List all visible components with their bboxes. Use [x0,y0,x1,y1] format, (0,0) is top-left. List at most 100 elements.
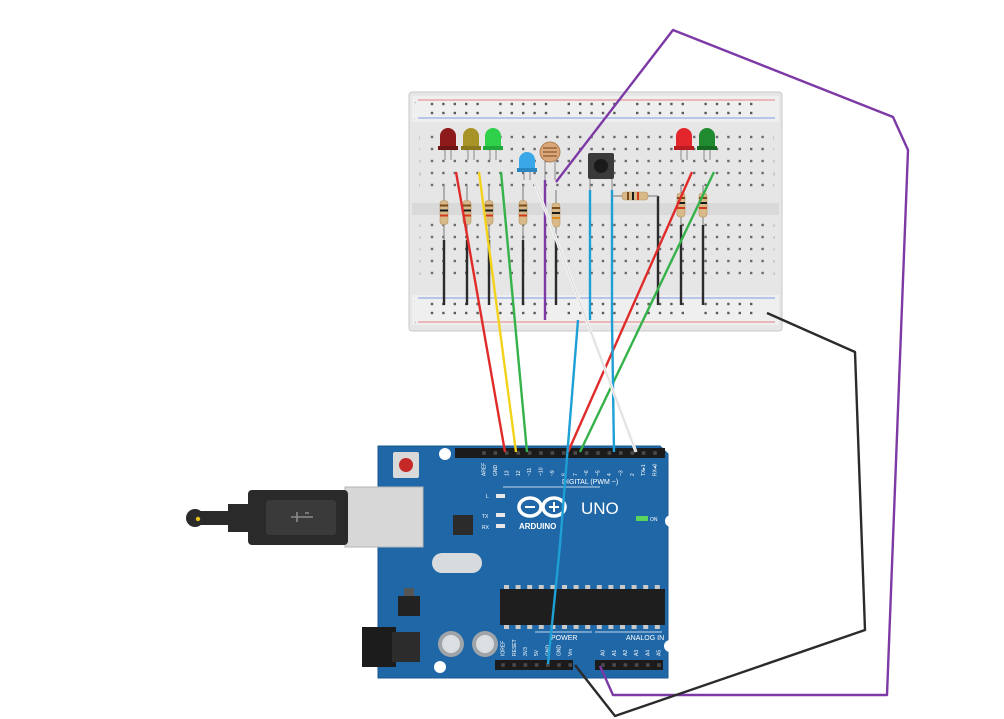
digital-pin-hole[interactable] [607,451,612,455]
analog-pin-hole[interactable] [634,663,639,667]
digital-pin-hole[interactable] [653,451,657,455]
resistor[interactable] [551,190,561,240]
power-pin-hole[interactable] [568,663,572,667]
usb-connector[interactable] [186,486,424,548]
power-pin-hole[interactable] [512,663,516,667]
resistor[interactable] [484,185,494,240]
bb-hole [658,159,662,163]
digital-pin-hole[interactable] [493,451,498,455]
led-blue[interactable] [517,152,537,180]
digital-pin-hole[interactable] [516,451,520,455]
digital-pin-hole[interactable] [539,451,543,455]
bb-hole [658,223,662,227]
led-red[interactable] [674,128,694,160]
resistor[interactable] [698,185,708,225]
power-pin-hole[interactable] [523,663,528,667]
bb-hole [510,171,513,175]
bb-hole [658,147,662,151]
power-pin-label: 3V3 [523,647,529,656]
led-l-indicator [496,494,505,498]
analog-pin-hole[interactable] [612,663,616,667]
mount-hole [439,448,451,460]
on-label: ON [650,517,658,523]
led-darkgreen[interactable] [697,128,717,160]
bb-hole [647,235,650,239]
analog-pin-hole[interactable] [623,663,628,667]
reset-button[interactable] [393,452,419,478]
bb-hole [567,223,570,227]
digital-pin-hole[interactable] [619,451,623,455]
bb-hole [476,271,479,275]
power-pin-hole[interactable] [557,663,561,667]
power-label: POWER [551,635,577,642]
power-header[interactable] [495,660,573,670]
bb-hole [681,159,684,163]
analog-header[interactable] [595,660,663,670]
digital-pin-hole[interactable] [630,451,634,455]
bb-hole [556,159,559,163]
rail-hole [476,302,479,306]
bb-hole [544,171,548,175]
led-green[interactable] [483,128,503,160]
analog-pin-hole[interactable] [646,663,650,667]
digital-header[interactable] [455,448,665,458]
digital-pin-hole[interactable] [482,451,486,455]
power-jack[interactable] [362,627,420,667]
bb-hole [750,259,753,263]
bb-hole [761,183,764,187]
bb-hole [590,147,593,151]
digital-pin-hole[interactable] [505,451,509,455]
rail-hole [738,311,741,315]
digital-pin-hole[interactable] [562,451,566,455]
bb-hole [693,159,696,163]
photoresistor[interactable] [539,141,561,180]
analog-pin-hole[interactable] [601,663,605,667]
row-letter: e [773,223,776,228]
led-olive[interactable] [461,128,481,160]
led-darkred[interactable] [438,128,458,160]
digital-pin-hole[interactable] [550,451,555,455]
rail-hole [681,311,684,315]
bb-hole [430,271,434,275]
resistor[interactable] [439,185,449,240]
bb-hole [750,135,753,139]
rail-hole [750,111,753,115]
pushbutton[interactable] [588,153,614,190]
row-letter: d [419,235,421,240]
bb-hole [647,159,650,163]
bb-hole [567,259,570,263]
rail-hole [544,102,548,106]
bb-hole [750,147,753,151]
bb-hole [727,171,730,175]
bb-hole [453,171,456,175]
power-pin-hole[interactable] [534,663,539,667]
power-pin-hole[interactable] [546,663,550,667]
rail-hole [453,102,456,106]
digital-pin-hole[interactable] [584,451,589,455]
bb-hole [556,171,559,175]
digital-pin-hole[interactable] [527,451,532,455]
bb-hole [647,247,650,251]
arduino-logo-icon [517,496,567,518]
wire-green-pin7 [578,171,716,453]
digital-pin-hole[interactable] [596,451,600,455]
digital-pin-label: RX◂0 [653,464,659,476]
rail-hole [510,302,513,306]
digital-pin-hole[interactable] [641,451,646,455]
resistor[interactable] [612,191,658,201]
analog-pin-hole[interactable] [657,663,661,667]
bb-hole [465,171,468,175]
rail-hole [670,102,673,106]
rail-hole [533,311,536,315]
bb-hole [430,147,434,151]
rail-hole [670,311,673,315]
analog-in-label: ANALOG IN [626,635,664,642]
bb-hole [613,235,616,239]
rail-hole [590,111,593,115]
resistor[interactable] [518,185,528,240]
digital-pin-hole[interactable] [573,451,577,455]
bb-hole [476,171,479,175]
power-pin-hole[interactable] [501,663,505,667]
